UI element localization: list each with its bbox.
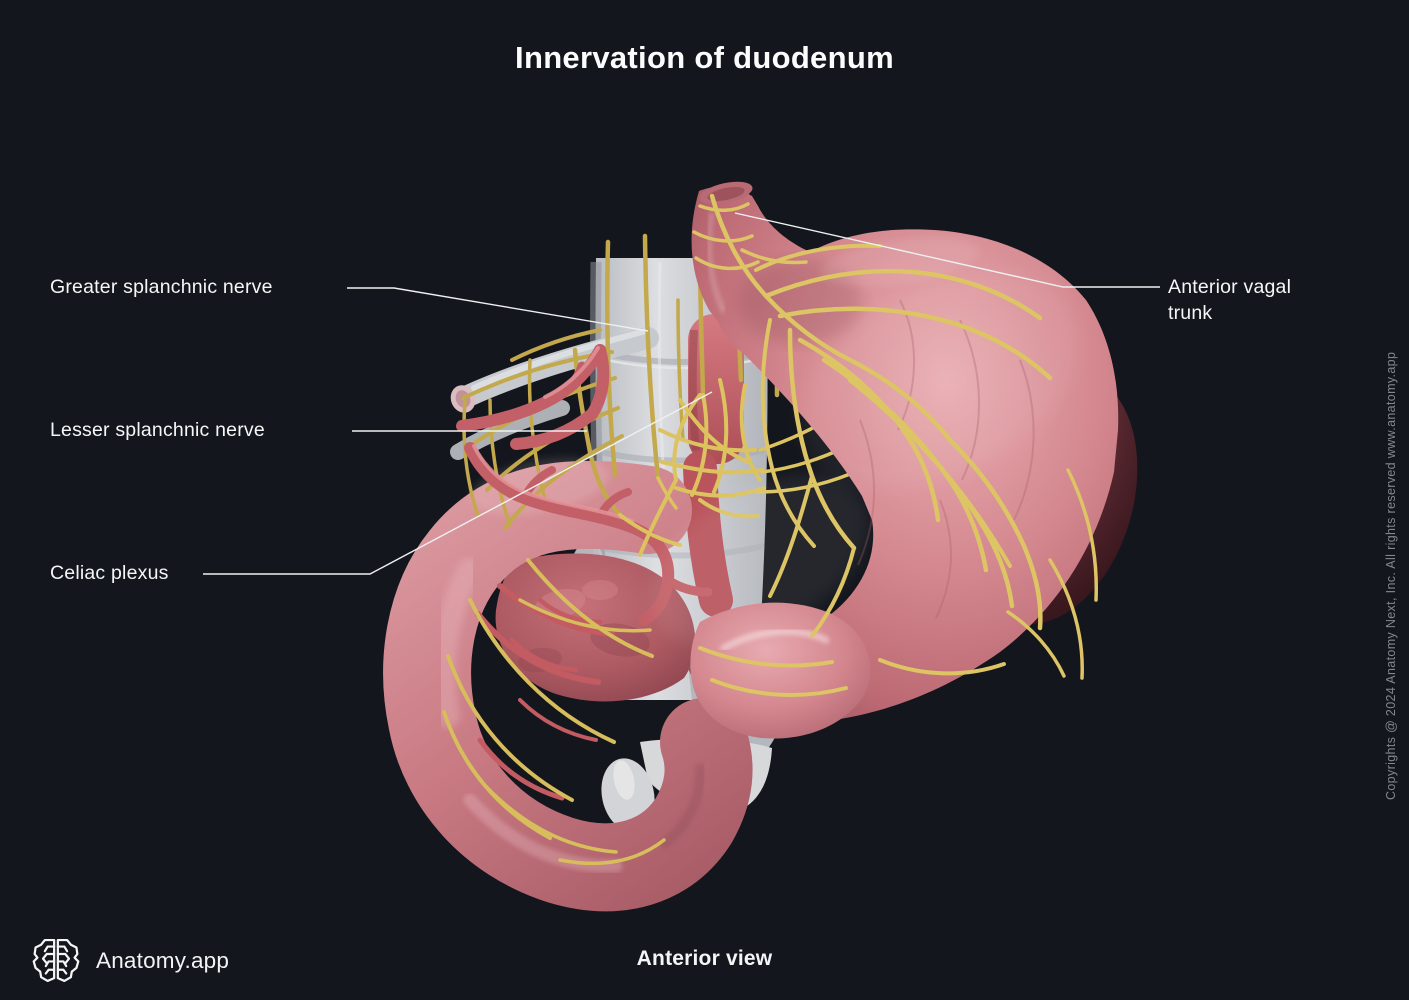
leader-line-anterior-vagal	[734, 212, 1160, 288]
brain-icon	[32, 938, 80, 983]
vagal-nerves	[692, 193, 1099, 697]
label-anterior-vagal-trunk: Anterior vagal trunk	[1168, 276, 1292, 324]
leader-line-greater-splanchnic	[347, 287, 649, 332]
duodenal-nerves	[442, 558, 666, 866]
brand-name: Anatomy.app	[96, 947, 230, 973]
brand-logo: Anatomy.app	[30, 936, 229, 985]
leader-line-celiac-plexus	[203, 391, 713, 575]
page-title: Innervation of duodenum	[515, 40, 894, 75]
leader-lines	[203, 212, 1160, 575]
label-greater-splanchnic-nerve: Greater splanchnic nerve	[50, 276, 273, 298]
view-caption: Anterior view	[636, 947, 773, 970]
label-lesser-splanchnic-nerve: Lesser splanchnic nerve	[50, 419, 265, 441]
copyright-vertical: Copyrights @ 2024 Anatomy Next, Inc. All…	[1384, 351, 1398, 800]
label-celiac-plexus: Celiac plexus	[50, 562, 169, 584]
